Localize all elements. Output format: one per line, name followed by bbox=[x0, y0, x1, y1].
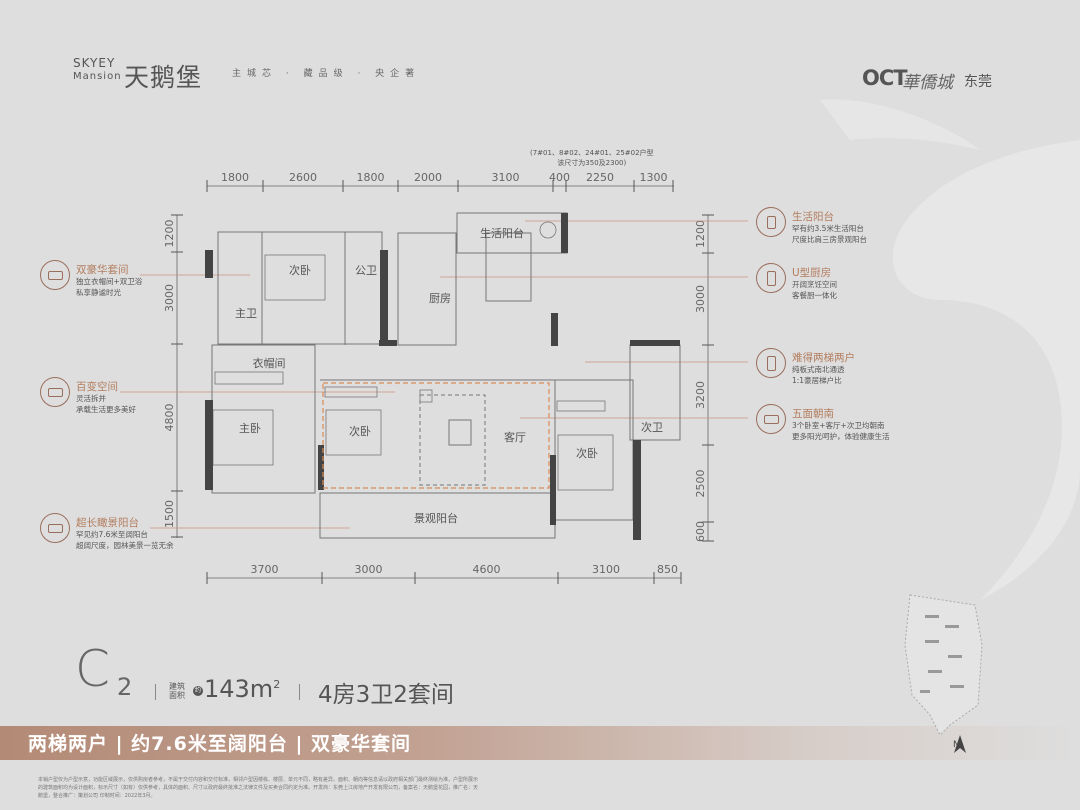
right-dimension: 600 bbox=[694, 521, 707, 542]
top-dimension: 1300 bbox=[640, 171, 668, 184]
north-label: N bbox=[953, 740, 960, 750]
bed-icon bbox=[40, 377, 70, 407]
bed-icon bbox=[756, 404, 786, 434]
brand-logo: OCT bbox=[862, 66, 908, 90]
unit-model: C bbox=[75, 640, 110, 698]
brand-city: 东莞 bbox=[964, 74, 992, 90]
bottom-dimension: 3000 bbox=[355, 563, 383, 576]
right-dimension: 3000 bbox=[694, 285, 707, 313]
left-dimension: 3000 bbox=[163, 284, 176, 312]
bed-icon bbox=[40, 260, 70, 290]
disclaimer: 本销户型仅为户型示意，功能区域展示，仅供购房者参考，不属于交付内容和交付标准，相… bbox=[38, 777, 479, 799]
room-second-bath: 次卫 bbox=[641, 420, 663, 434]
divider bbox=[299, 684, 300, 700]
approx-badge: 约 bbox=[193, 686, 203, 696]
balcony-icon bbox=[40, 513, 70, 543]
fridge-icon bbox=[756, 263, 786, 293]
flexible-space-outline bbox=[322, 382, 550, 489]
dimension-lines bbox=[176, 185, 709, 579]
top-dimension: 400 bbox=[549, 171, 570, 184]
room-view-balcony: 景观阳台 bbox=[414, 511, 458, 525]
logo-chinese: 天鹅堡 bbox=[124, 63, 203, 92]
bottom-dimension: 3700 bbox=[251, 563, 279, 576]
top-dimension: 2000 bbox=[414, 171, 442, 184]
slogan: 主城芯 · 藏品级 · 央企著 bbox=[232, 69, 421, 79]
top-dimension: 1800 bbox=[357, 171, 385, 184]
unit-model-sub: 2 bbox=[117, 673, 133, 701]
north-arrow-icon bbox=[954, 735, 966, 753]
room-bedroom-3: 次卧 bbox=[349, 424, 371, 438]
room-closet: 衣帽间 bbox=[253, 356, 286, 370]
washer-icon bbox=[756, 207, 786, 237]
area-value: 143m2 bbox=[204, 675, 281, 703]
door-icon bbox=[756, 348, 786, 378]
room-master-bath: 主卫 bbox=[235, 307, 257, 320]
site-map bbox=[904, 594, 983, 753]
top-dimension: 3100 bbox=[492, 171, 520, 184]
brand-chinese: 華僑城 bbox=[902, 73, 953, 93]
feature-band: 两梯两户 | 约7.6米至阔阳台 | 双豪华套间 bbox=[0, 726, 1080, 760]
dimension-note: (7#01、8#02、24#01、25#02户型该尺寸为350及2300) bbox=[530, 149, 654, 167]
top-dimension: 1800 bbox=[221, 171, 249, 184]
right-dimension: 3200 bbox=[694, 381, 707, 409]
room-kitchen: 厨房 bbox=[429, 292, 451, 305]
room-living: 客厅 bbox=[504, 430, 526, 444]
top-dimension: 2600 bbox=[289, 171, 317, 184]
room-bedroom-4: 次卧 bbox=[576, 446, 598, 460]
bottom-dimension: 850 bbox=[657, 563, 678, 576]
bottom-dimension: 4600 bbox=[473, 563, 501, 576]
right-dimension: 2500 bbox=[694, 470, 707, 498]
top-dimension: 2250 bbox=[586, 171, 614, 184]
divider bbox=[155, 684, 156, 700]
room-config: 4房3卫2套间 bbox=[318, 682, 454, 708]
left-dimension: 1500 bbox=[163, 500, 176, 528]
right-dimension: 1200 bbox=[694, 220, 707, 248]
room-bedroom-2: 次卧 bbox=[289, 263, 311, 277]
room-master-bedroom: 主卧 bbox=[239, 422, 261, 435]
room-life-balcony: 生活阳台 bbox=[480, 226, 524, 240]
bottom-dimension: 3100 bbox=[592, 563, 620, 576]
floor-plan: 1800 2600 1800 2000 3100 400 2250 1300 3700 3000 4… bbox=[120, 171, 748, 584]
area-label: 建筑面积 bbox=[169, 682, 185, 700]
room-public-bath: 公卫 bbox=[355, 264, 377, 277]
left-dimension: 4800 bbox=[163, 404, 176, 432]
left-dimension: 1200 bbox=[163, 220, 176, 248]
